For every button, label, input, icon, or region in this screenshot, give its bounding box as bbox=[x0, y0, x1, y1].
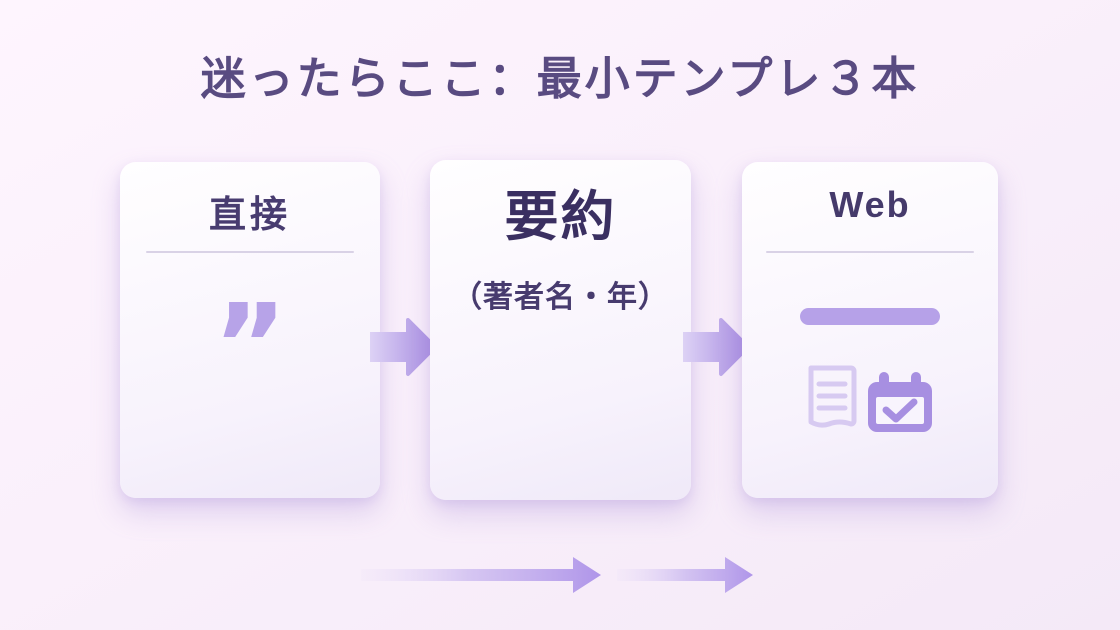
card-web-title: Web bbox=[829, 184, 911, 225]
card-web: Web bbox=[742, 162, 998, 498]
slide-title: 迷ったらここ：最小テンプレ３本 bbox=[200, 53, 920, 104]
calendar-check-icon bbox=[868, 372, 932, 432]
arrow-right-icon bbox=[370, 318, 437, 376]
arrow-right-icon bbox=[683, 318, 750, 376]
document-icon bbox=[808, 365, 857, 428]
divider bbox=[766, 251, 974, 253]
card-direct-title: 直接 bbox=[209, 194, 291, 235]
card-summary-title: 要約 bbox=[504, 187, 617, 247]
quote-icon: ” bbox=[213, 281, 287, 411]
divider bbox=[146, 251, 354, 253]
card-summary: 要約 （著者名・年） bbox=[430, 160, 691, 500]
arrow-right-icon bbox=[361, 557, 601, 593]
highlight-bar bbox=[800, 308, 940, 325]
card-summary-subtitle: （著者名・年） bbox=[452, 281, 669, 314]
card-direct: 直接 ” bbox=[120, 162, 380, 498]
arrow-right-icon bbox=[617, 557, 753, 593]
